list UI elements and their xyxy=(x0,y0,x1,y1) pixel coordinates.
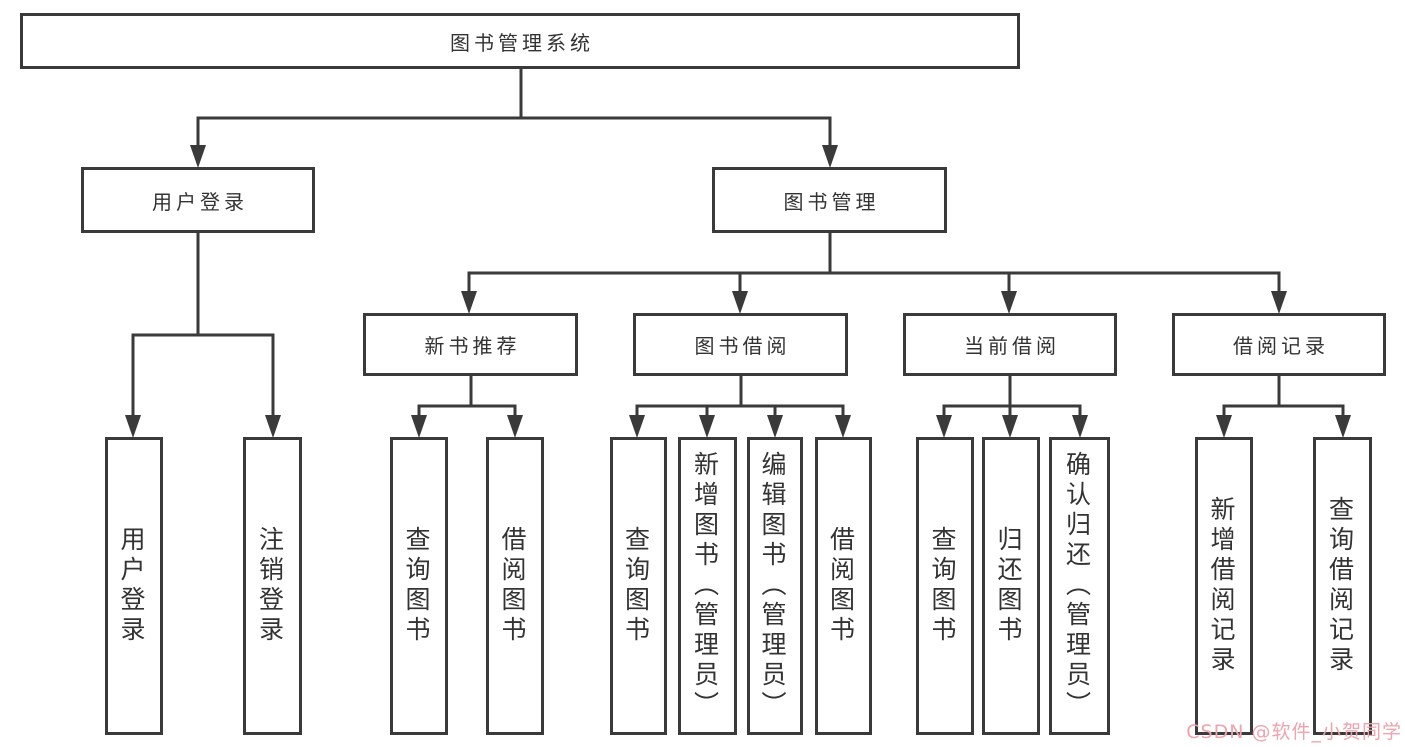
node-root-label: 图书管理系统 xyxy=(450,30,594,55)
node-book-borrow: 图书借阅 xyxy=(633,313,848,376)
leaf-borrow-query-books-label: 查询图书 xyxy=(621,526,651,646)
leaf-add-borrow-record-label: 新增借阅记录 xyxy=(1207,496,1236,676)
leaf-recommend-borrow-books: 借阅图书 xyxy=(486,437,544,735)
leaf-user-login: 用户登录 xyxy=(105,437,163,735)
node-book-management: 图书管理 xyxy=(712,167,947,233)
leaf-confirm-return-admin: 确认归还（管理员） xyxy=(1049,437,1110,735)
leaf-add-borrow-record: 新增借阅记录 xyxy=(1195,437,1253,735)
leaf-current-query-books-label: 查询图书 xyxy=(928,526,957,646)
leaf-return-books: 归还图书 xyxy=(982,437,1040,735)
leaf-logout-label: 注销登录 xyxy=(255,526,285,646)
csdn-watermark: CSDN @软件_小贺同学 xyxy=(1186,721,1402,743)
leaf-add-books-admin: 新增图书（管理员） xyxy=(678,437,737,735)
node-current-borrow-label: 当前借阅 xyxy=(964,334,1060,358)
leaf-add-books-admin-label: 新增图书（管理员） xyxy=(690,451,720,721)
node-book-management-label: 图书管理 xyxy=(783,189,880,214)
node-root: 图书管理系统 xyxy=(20,13,1020,69)
leaf-edit-books-admin: 编辑图书（管理员） xyxy=(747,437,803,735)
connector-user-login-fan xyxy=(125,231,281,438)
connector-current-borrow-fan xyxy=(936,374,1088,438)
node-new-book-recommend-label: 新书推荐 xyxy=(424,334,521,358)
leaf-borrow-books: 借阅图书 xyxy=(815,437,872,735)
connector-root-to-level2 xyxy=(190,67,838,168)
node-borrow-records: 借阅记录 xyxy=(1172,313,1386,376)
leaf-confirm-return-admin-label: 确认归还（管理员） xyxy=(1062,451,1092,721)
leaf-return-books-label: 归还图书 xyxy=(994,526,1023,646)
connector-book-borrow-fan xyxy=(629,374,851,438)
leaf-recommend-borrow-books-label: 借阅图书 xyxy=(498,526,527,646)
leaf-borrow-books-label: 借阅图书 xyxy=(826,526,856,646)
leaf-recommend-query-books-label: 查询图书 xyxy=(402,526,431,646)
connector-book-management-fan xyxy=(461,231,1287,314)
leaf-edit-books-admin-label: 编辑图书（管理员） xyxy=(758,451,787,721)
node-user-login: 用户登录 xyxy=(81,167,315,233)
node-current-borrow: 当前借阅 xyxy=(903,313,1117,376)
leaf-query-borrow-record: 查询借阅记录 xyxy=(1313,437,1372,735)
node-new-book-recommend: 新书推荐 xyxy=(363,313,578,376)
leaf-borrow-query-books: 查询图书 xyxy=(610,437,667,735)
node-user-login-label: 用户登录 xyxy=(152,189,248,214)
connector-new-book-fan xyxy=(411,374,523,438)
leaf-query-borrow-record-label: 查询借阅记录 xyxy=(1325,496,1355,676)
node-borrow-records-label: 借阅记录 xyxy=(1233,334,1329,358)
leaf-recommend-query-books: 查询图书 xyxy=(390,437,448,735)
leaf-current-query-books: 查询图书 xyxy=(916,437,974,735)
node-book-borrow-label: 图书借阅 xyxy=(694,334,791,358)
leaf-logout: 注销登录 xyxy=(243,437,302,735)
connector-borrow-records-fan xyxy=(1216,374,1351,438)
leaf-user-login-label: 用户登录 xyxy=(117,526,146,646)
